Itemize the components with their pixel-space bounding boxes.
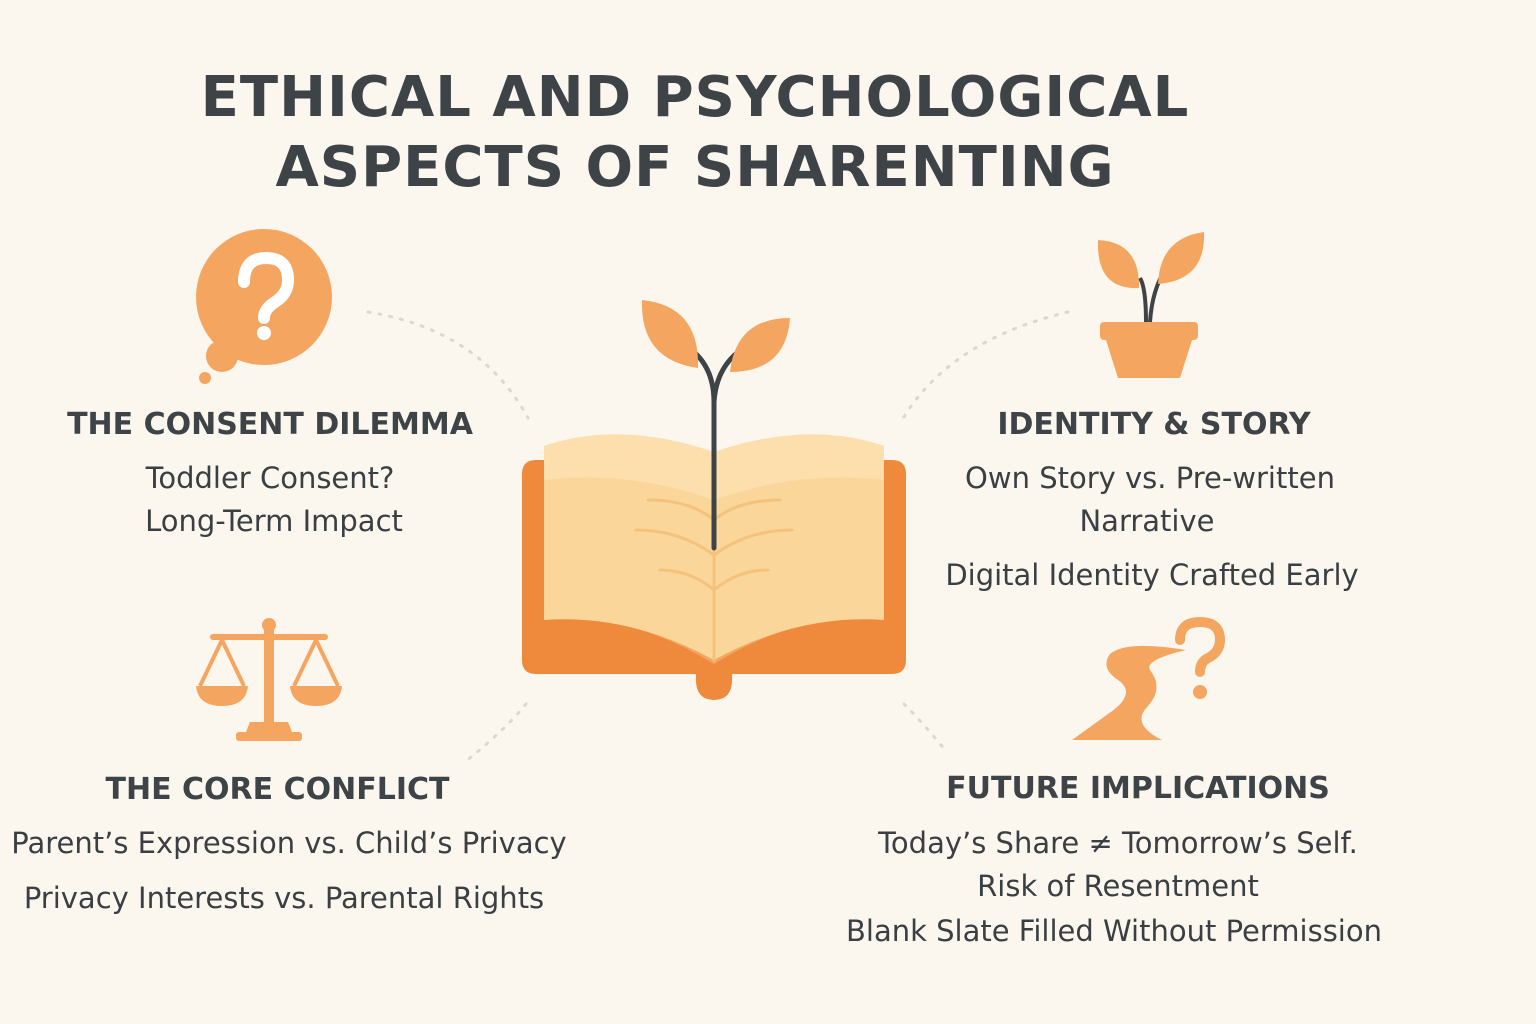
page-title-line-2: ASPECTS OF SHARENTING — [275, 135, 1115, 200]
dotted-connectors — [366, 310, 1070, 764]
connector-bottom-right — [902, 702, 947, 752]
identity-line-2: Narrative — [1079, 504, 1215, 538]
conflict-line-1: Parent’s Expression vs. Child’s Privacy — [11, 826, 567, 860]
winding-path-question-icon — [1072, 616, 1226, 740]
future-implications-heading: FUTURE IMPLICATIONS — [946, 771, 1330, 806]
future-line-3: Blank Slate Filled Without Permission — [846, 914, 1382, 948]
connector-bottom-left — [463, 702, 528, 764]
connector-top-left — [366, 310, 530, 420]
potted-sprout-icon — [1097, 232, 1205, 378]
identity-line-1: Own Story vs. Pre-written — [965, 461, 1335, 495]
conflict-line-2: Privacy Interests vs. Parental Rights — [23, 881, 545, 915]
identity-line-3: Digital Identity Crafted Early — [945, 558, 1359, 592]
future-line-2: Risk of Resentment — [977, 869, 1259, 903]
page-title-line-1: ETHICAL AND PSYCHOLOGICAL — [200, 65, 1190, 130]
connector-top-right — [900, 310, 1070, 422]
future-line-1: Today’s Share ≠ Tomorrow’s Self. — [878, 826, 1358, 860]
open-book-sprout-icon — [522, 300, 906, 700]
core-conflict-heading: THE CORE CONFLICT — [105, 772, 450, 807]
identity-story-heading: IDENTITY & STORY — [997, 407, 1311, 442]
question-bubble-icon — [196, 229, 332, 384]
consent-line-2: Long-Term Impact — [145, 504, 403, 538]
consent-dilemma-heading: THE CONSENT DILEMMA — [67, 407, 473, 442]
consent-line-1: Toddler Consent? — [145, 461, 395, 495]
scales-icon — [196, 618, 342, 741]
